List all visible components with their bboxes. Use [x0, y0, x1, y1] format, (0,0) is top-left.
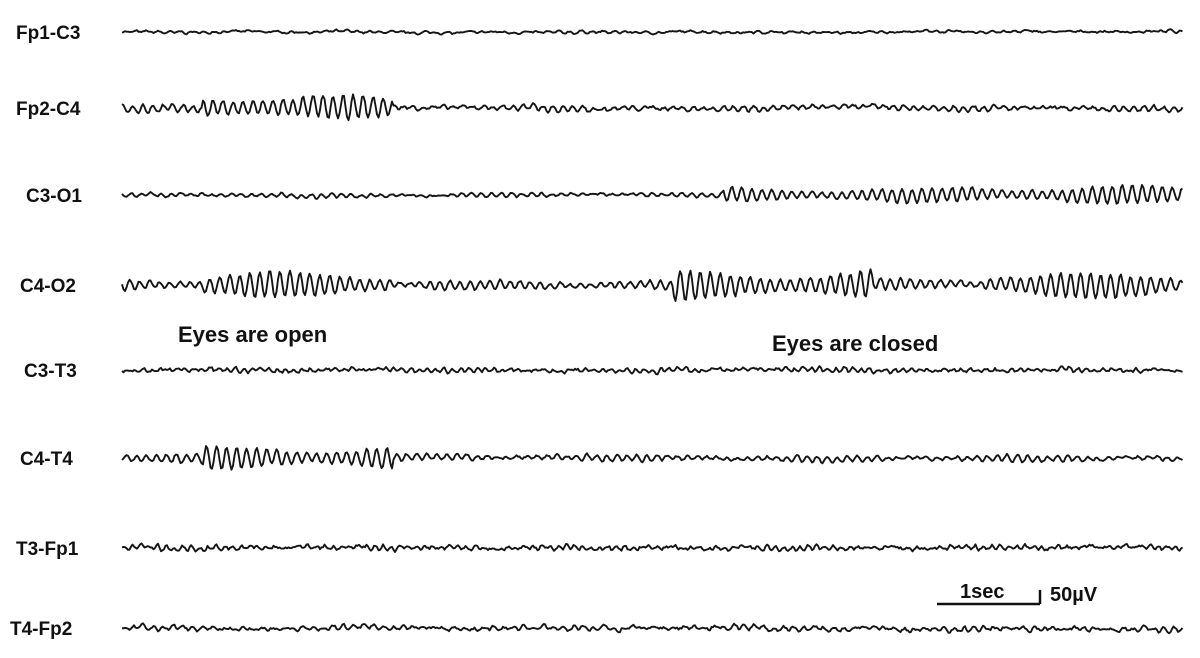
scale-bar: 1sec 50µV [937, 581, 1098, 606]
channel-label: Fp1-C3 [16, 23, 80, 44]
channel-label: C3-T3 [24, 361, 77, 382]
annotation-eyes-open: Eyes are open [178, 322, 327, 347]
annotation-eyes-closed: Eyes are closed [772, 331, 938, 356]
channel-label: T3-Fp1 [16, 539, 79, 560]
channel-label: C3-O1 [26, 186, 82, 207]
channel-label: C4-O2 [20, 276, 76, 297]
trace-t3-fp1 [121, 542, 1184, 553]
trace-t4-fp2 [122, 622, 1184, 635]
scale-time-label: 1sec [960, 581, 1005, 603]
trace-c4-t4 [121, 445, 1183, 471]
channel-label: C4-T4 [20, 449, 73, 470]
channel-label: T4-Fp2 [10, 619, 72, 640]
trace-c3-o1 [121, 184, 1184, 205]
trace-fp2-c4 [121, 93, 1184, 122]
trace-fp1-c3 [121, 28, 1183, 36]
trace-c3-t3 [121, 365, 1183, 376]
scale-amp-label: 50µV [1050, 584, 1098, 606]
trace-c4-o2 [121, 268, 1184, 302]
channel-label: Fp2-C4 [16, 99, 81, 120]
